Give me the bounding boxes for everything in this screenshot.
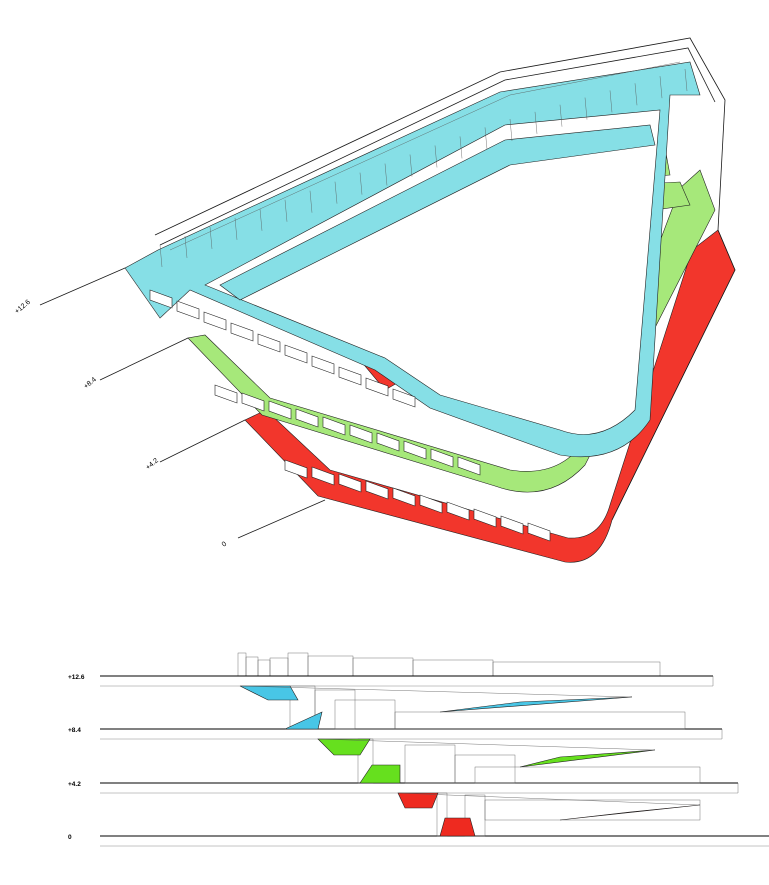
void-ramp-cyan — [219, 124, 656, 301]
leader-0 — [237, 499, 326, 539]
ramp-cyan-drop — [284, 711, 323, 730]
bay-line — [409, 154, 413, 177]
parked-car — [176, 300, 200, 320]
ramp-green-right — [519, 749, 656, 768]
axon-label-12-6: +12.6 — [14, 299, 32, 316]
section-label-12-6: +12.6 — [68, 674, 85, 681]
parked-car — [365, 377, 389, 397]
bay-line — [659, 76, 663, 99]
parked-car — [446, 501, 470, 521]
parked-car — [241, 392, 265, 412]
ramp-green-left — [317, 738, 371, 756]
parked-car — [500, 515, 524, 535]
section-ramp-outlines — [239, 685, 701, 806]
parked-car — [376, 432, 400, 452]
ramp-cyan-right — [439, 696, 633, 713]
parked-car — [214, 384, 238, 404]
parked-car — [349, 424, 373, 444]
parked-car — [230, 322, 254, 342]
section-label-4-2: +4.2 — [68, 781, 81, 788]
axon-label-8-4: +8.4 — [83, 376, 98, 390]
bay-line — [459, 136, 463, 159]
parked-car — [149, 289, 173, 309]
ramp-red-left — [397, 792, 439, 809]
parked-cars — [149, 289, 551, 542]
level-8-4-ring — [187, 169, 716, 493]
ramp-red-drop — [439, 817, 476, 837]
central-void — [204, 109, 661, 435]
section-structure — [289, 685, 701, 837]
parked-car — [419, 494, 443, 514]
parked-car — [403, 440, 427, 460]
ramp-red-right — [559, 804, 701, 821]
parked-car — [392, 388, 416, 408]
parked-car — [365, 480, 389, 500]
leader-4-2 — [159, 419, 246, 463]
section-view: +12.6 +8.4 +4.2 0 — [68, 652, 769, 847]
bay-line — [284, 199, 288, 222]
parked-car — [284, 344, 308, 364]
bay-line — [159, 244, 163, 268]
parked-car — [338, 473, 362, 493]
bay-line — [484, 127, 488, 150]
parked-car — [322, 416, 346, 436]
parked-car — [257, 333, 281, 353]
axon-label-0: 0 — [221, 541, 229, 549]
bay-line — [559, 104, 563, 127]
bay-line — [534, 111, 538, 134]
bay-line — [509, 118, 513, 142]
bay-line — [609, 90, 613, 113]
section-ramps — [239, 685, 701, 837]
parked-car — [268, 400, 292, 420]
bay-line — [259, 208, 263, 231]
axonometric-view: +12.6 +8.4 +4.2 0 — [14, 37, 736, 563]
bay-line — [334, 181, 338, 204]
parked-car — [311, 355, 335, 375]
leader-8-4 — [99, 337, 189, 381]
parapet-lines — [124, 37, 736, 521]
bay-line — [209, 226, 213, 249]
bay-line — [184, 235, 188, 258]
roof-silhouette — [237, 652, 661, 677]
bay-line — [434, 145, 438, 168]
parked-car — [430, 448, 454, 468]
parked-car — [203, 311, 227, 331]
floor-slabs — [100, 675, 769, 847]
bay-line — [384, 163, 388, 186]
parked-car — [295, 408, 319, 428]
ramp-green-drop — [359, 764, 401, 784]
section-label-8-4: +8.4 — [68, 727, 81, 734]
axon-label-4-2: +4.2 — [145, 457, 160, 471]
bay-line — [234, 217, 238, 240]
bay-line — [584, 97, 588, 120]
parked-car — [527, 522, 551, 542]
parked-car — [338, 366, 362, 386]
leader-12-6 — [39, 267, 126, 306]
bay-line — [309, 190, 313, 213]
ramp-cyan-left — [239, 685, 299, 701]
parked-car — [457, 456, 481, 476]
parked-car — [392, 487, 416, 507]
parked-car — [473, 508, 497, 528]
bay-line — [634, 83, 638, 106]
bay-line — [684, 68, 688, 92]
section-label-0: 0 — [68, 834, 72, 841]
bay-line — [359, 172, 363, 195]
parked-car — [311, 466, 335, 486]
parking-bay-lines — [159, 68, 688, 268]
parked-car — [284, 459, 308, 479]
